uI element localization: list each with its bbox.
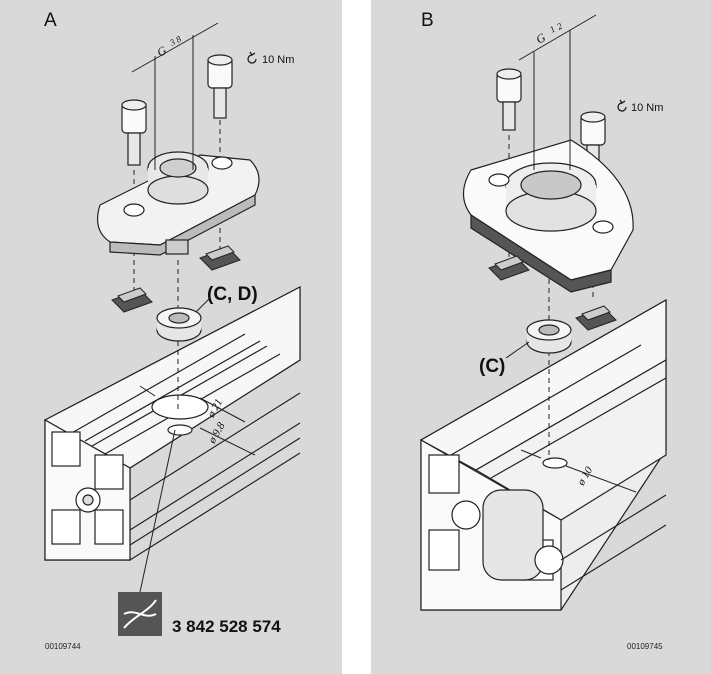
cap-screw-right xyxy=(207,54,233,119)
t-nut-left xyxy=(488,255,530,281)
callout-label: (C) xyxy=(479,356,505,377)
cap-screw-left xyxy=(496,68,522,131)
thread-num: 1 xyxy=(548,24,557,35)
diameter-dimension xyxy=(520,449,637,493)
callout-label: (C, D) xyxy=(207,284,258,305)
centering-ring xyxy=(526,319,572,354)
thread-dimension xyxy=(131,22,219,170)
rotate-arrow-icon xyxy=(617,99,627,112)
mounting-plate-diagram-b: ø 10 xyxy=(419,14,667,611)
foot-plate xyxy=(97,151,260,256)
panel-letter: B xyxy=(421,10,434,31)
diameter-small-label: ø 9.8 xyxy=(206,420,228,446)
callout-leader xyxy=(505,341,530,359)
t-nut-right xyxy=(199,245,241,271)
thread-den: 8 xyxy=(174,34,183,45)
rotate-arrow-icon xyxy=(247,51,257,64)
panel-a: A xyxy=(0,0,342,674)
thread-label: G xyxy=(155,43,170,60)
diameter-dimension xyxy=(139,385,256,593)
panel-letter: A xyxy=(44,10,57,31)
panel-b: B ø 10 xyxy=(371,0,711,674)
torque-label: 10 Nm xyxy=(631,102,663,114)
doc-number: 00109745 xyxy=(627,642,663,651)
cap-screw-left xyxy=(121,99,147,166)
aluminium-profile xyxy=(419,298,667,611)
part-number: 3 842 528 574 xyxy=(172,617,281,636)
thread-num: 3 xyxy=(167,37,177,49)
t-nut-right xyxy=(575,305,617,331)
doc-number: 00109744 xyxy=(45,642,81,651)
torque-label: 10 Nm xyxy=(262,54,294,66)
t-nut-left xyxy=(111,287,153,313)
thread-den: 2 xyxy=(555,21,564,32)
mounting-plate-diagram-a: ø 21 ø 9.8 xyxy=(43,22,301,636)
foot-plate xyxy=(462,139,634,293)
callout-leader xyxy=(195,297,211,313)
drill-bit-icon xyxy=(118,592,162,636)
centering-ring xyxy=(156,307,202,342)
aluminium-profile xyxy=(43,286,301,561)
thread-dimension xyxy=(518,14,597,170)
